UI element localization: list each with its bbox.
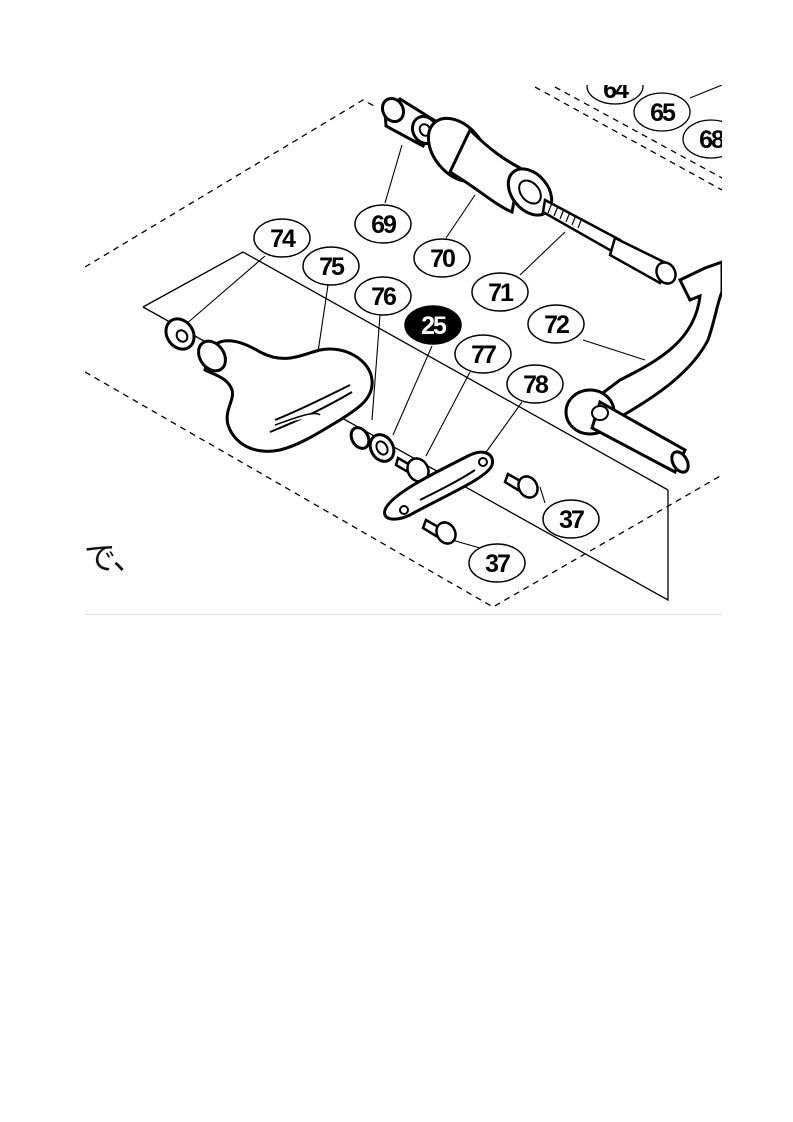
callout-72-label: 72 — [544, 311, 569, 339]
callout-77-oval — [454, 334, 512, 374]
callout-76-label: 76 — [371, 283, 396, 311]
callout-69-oval — [354, 204, 412, 244]
callout-77-label: 77 — [471, 341, 496, 369]
callout-65 — [633, 92, 691, 132]
callout-70-oval — [413, 238, 471, 278]
callout-75-label: 75 — [319, 253, 345, 281]
callout-76-oval — [354, 276, 412, 316]
callout-65-label: 65 — [650, 99, 676, 127]
part-78-plate — [383, 450, 495, 521]
part-37-screw-a — [503, 472, 539, 499]
callout-68-label: 68 — [699, 126, 722, 154]
part-74-washer — [164, 317, 196, 351]
caption-text: で、 — [84, 539, 145, 577]
callout-69-label: 69 — [371, 211, 396, 239]
callout-74-label: 74 — [270, 225, 296, 253]
leader-lines — [184, 85, 722, 549]
callout-64 — [586, 85, 644, 105]
callout-64-label: 64 — [603, 85, 629, 104]
dashed-boundary — [85, 86, 722, 608]
callout-78-oval — [506, 364, 564, 404]
callout-37a-oval — [542, 499, 600, 539]
callout-70-label: 70 — [430, 245, 455, 273]
callout-78-label: 78 — [523, 371, 549, 399]
callout-37b-label: 37 — [485, 550, 510, 578]
part-37-screw-b — [421, 518, 457, 545]
part-71-shaft — [541, 198, 677, 285]
callout-75-oval — [302, 246, 360, 286]
divider — [85, 614, 722, 615]
callout-74-oval — [253, 218, 311, 258]
part-25-bearing — [368, 433, 396, 463]
callout-25-oval — [404, 305, 462, 345]
callout-25-label: 25 — [421, 312, 447, 340]
callout-71-label: 71 — [488, 279, 514, 307]
callout-71-oval — [471, 272, 529, 312]
part-76-ring — [349, 426, 371, 450]
callout-68 — [682, 119, 722, 159]
callout-37b-oval — [468, 543, 526, 583]
part-72-handle-arm — [564, 260, 722, 475]
part-75-knob — [197, 339, 374, 453]
callout-37a-label: 37 — [559, 506, 584, 534]
part-77-screw — [394, 456, 430, 483]
exploded-parts-diagram: 64 65 68 69 70 71 72 74 75 76 25 77 78 3… — [85, 85, 722, 610]
callout-72-oval — [527, 304, 585, 344]
part-70-collar — [426, 116, 554, 217]
